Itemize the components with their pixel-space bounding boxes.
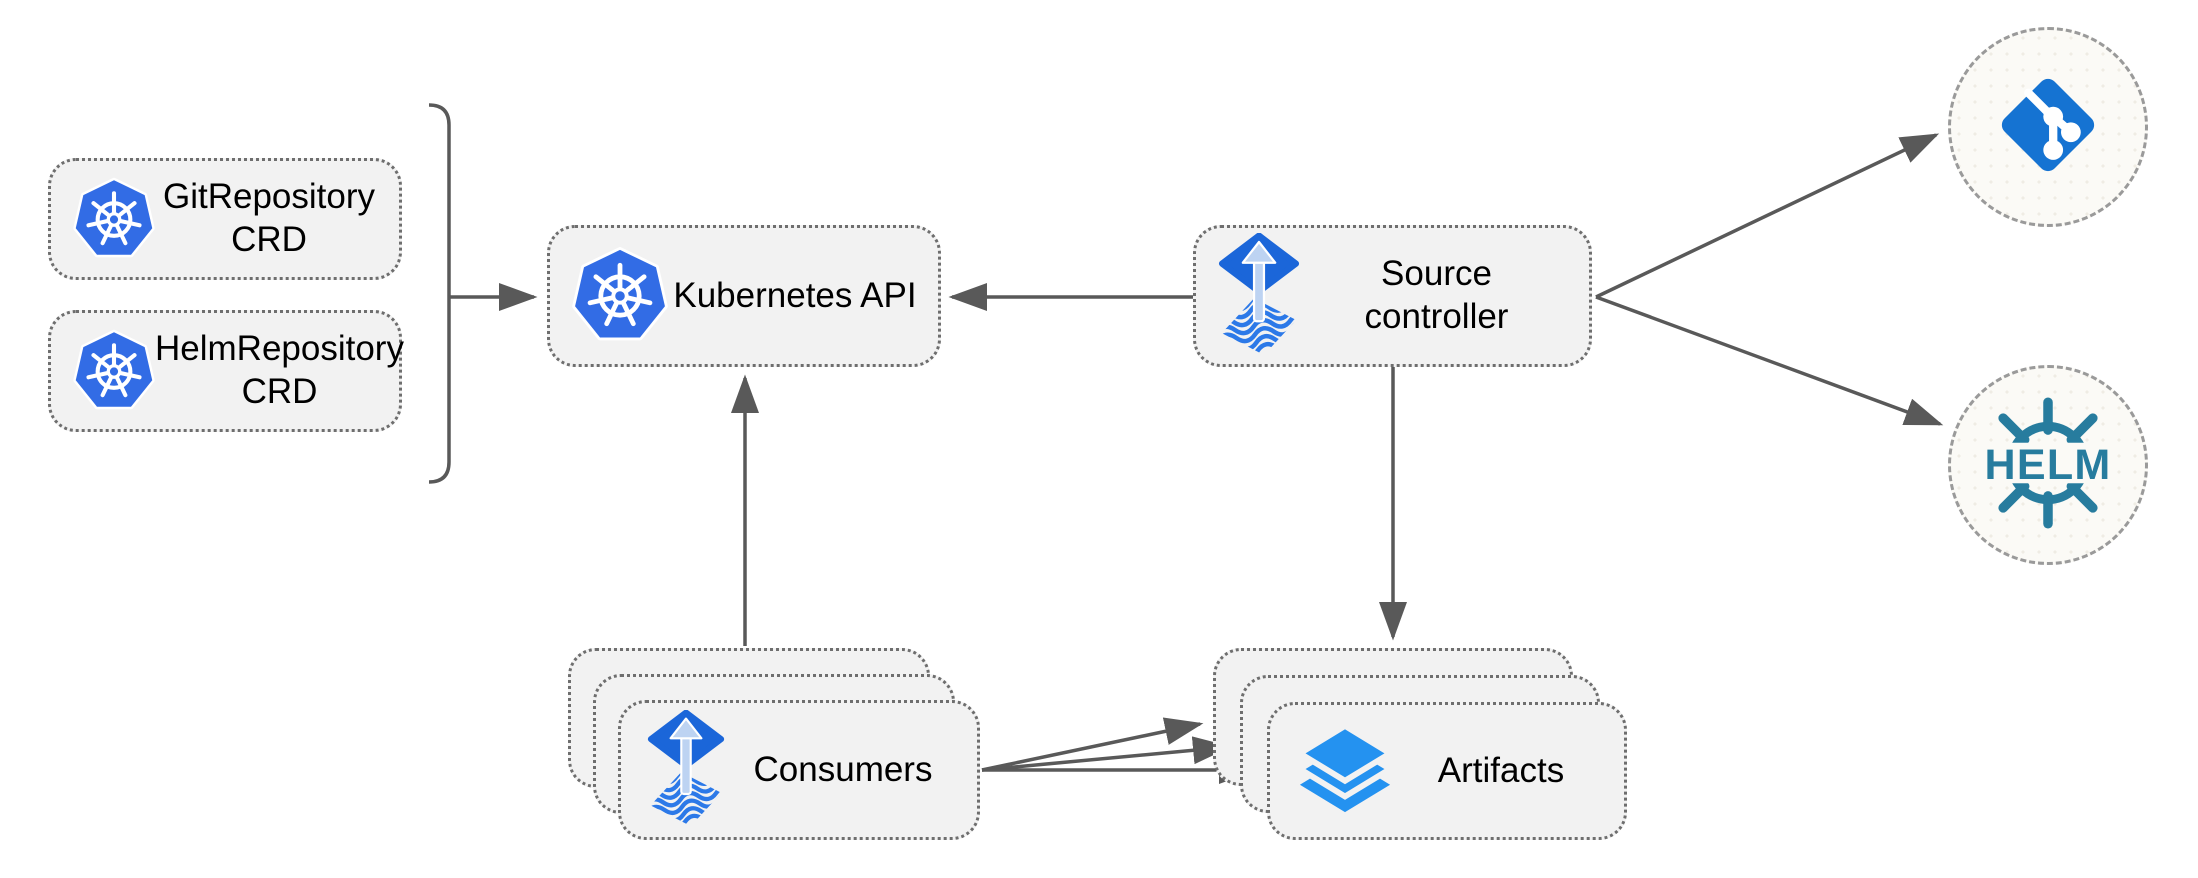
- node-label: Artifacts: [1437, 751, 1565, 790]
- edge-consumers-to-artifacts-2: [981, 736, 1232, 772]
- node-consumers-stack[interactable]: Consumers: [568, 648, 982, 842]
- helm-icon: HELM: [1972, 387, 2124, 544]
- node-gitrepository-crd[interactable]: GitRepository CRD: [48, 158, 402, 280]
- helm-logo-text: HELM: [1984, 440, 2111, 488]
- node-helm-repository[interactable]: HELM: [1948, 365, 2148, 565]
- flux-source-icon: [647, 710, 725, 830]
- node-kubernetes-api[interactable]: Kubernetes API: [547, 225, 941, 367]
- git-icon: [1996, 73, 2100, 182]
- edge-source-controller-to-git: [1595, 133, 1940, 299]
- node-label: Kubernetes API: [673, 275, 917, 315]
- node-label: Consumers: [753, 750, 933, 789]
- node-artifacts-stack[interactable]: Artifacts: [1213, 648, 1629, 842]
- node-label: GitRepository CRD: [162, 177, 376, 259]
- stack-layer-front[interactable]: Artifacts: [1267, 702, 1627, 840]
- kubernetes-icon: [572, 246, 668, 346]
- edge-consumers-to-artifacts-1: [981, 717, 1204, 772]
- stack-layer-front[interactable]: Consumers: [618, 700, 980, 840]
- kubernetes-icon: [73, 177, 155, 262]
- node-label: Source controller: [1364, 254, 1509, 336]
- node-source-controller[interactable]: Source controller: [1193, 225, 1592, 367]
- node-helmrepository-crd[interactable]: HelmRepository CRD: [48, 310, 404, 432]
- crd-group-bracket: [428, 103, 451, 484]
- kubernetes-icon: [73, 329, 155, 414]
- node-label: HelmRepository CRD: [155, 329, 404, 411]
- flux-source-icon: [1218, 233, 1300, 359]
- node-git-repository[interactable]: [1948, 27, 2148, 227]
- layers-icon: [1296, 722, 1394, 820]
- edge-source-controller-to-helm: [1595, 295, 1944, 426]
